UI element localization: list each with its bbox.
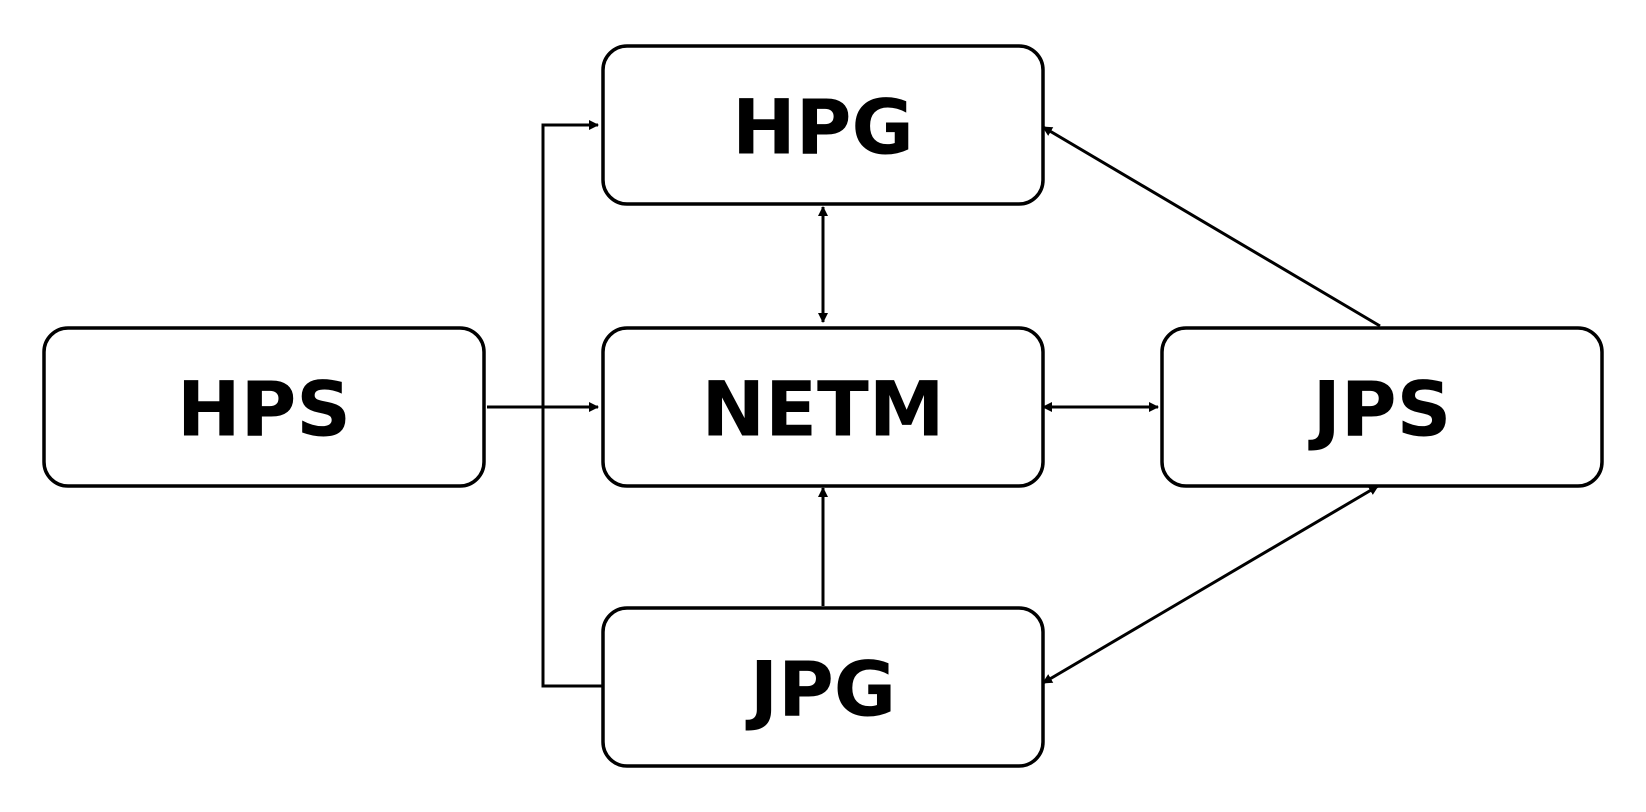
node-netm-box [601,326,1045,488]
node-jpg: JPG [601,606,1045,768]
node-hps-label: HPS [177,365,351,454]
node-jps-box [1160,326,1604,488]
node-netm: NETM [601,326,1045,488]
node-hpg-box [601,44,1045,206]
node-jps-label: JPS [1308,365,1452,454]
edge-jps-to-hpg [1042,125,1381,328]
node-jpg-label: JPG [745,645,896,734]
node-hpg-label: HPG [732,83,914,172]
node-hpg: HPG [601,44,1045,206]
node-jps: JPS [1160,326,1604,488]
edges [487,120,1381,688]
node-hps: HPS [42,326,486,488]
node-hps-box [42,326,486,488]
node-jpg-box [601,606,1045,768]
edge-jps-jpg-bidirectional [1042,484,1379,685]
node-netm-label: NETM [702,365,945,454]
edge-jpg-to-hpg [541,120,603,688]
